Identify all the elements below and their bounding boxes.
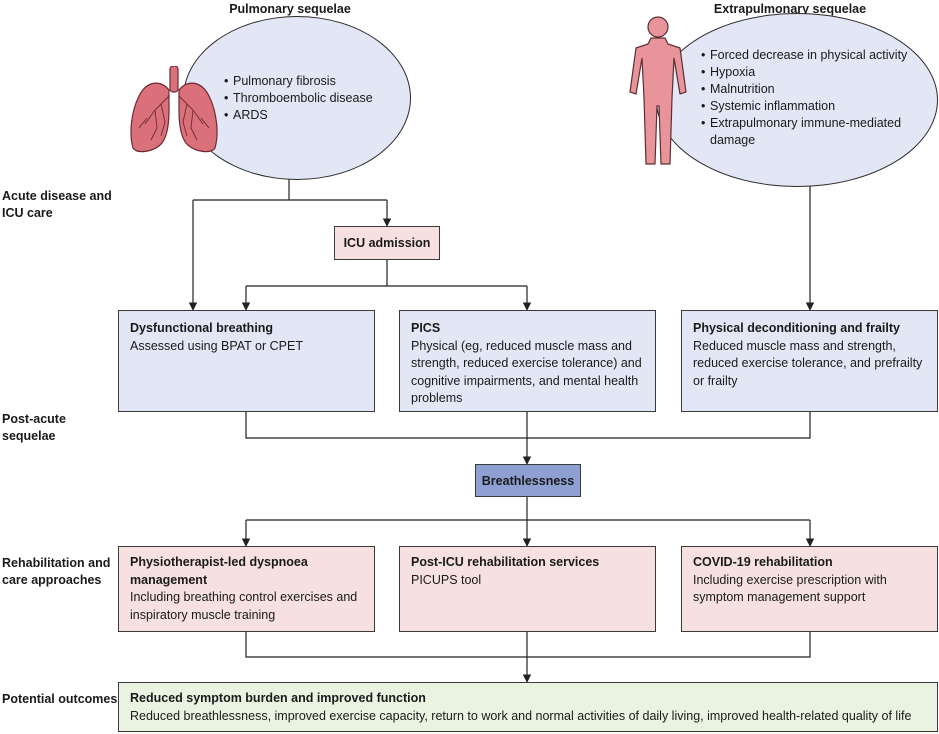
box-title: COVID-19 rehabilitation <box>693 555 833 569</box>
extrapulmonary-item: Extrapulmonary immune-mediated damage <box>701 115 926 149</box>
connector-breathlessness-split <box>246 497 810 521</box>
extrapulmonary-item: Forced decrease in physical activity <box>701 47 926 64</box>
box-description: Including exercise prescription with sym… <box>693 572 887 605</box>
pulmonary-item: Thromboembolic disease <box>224 90 404 107</box>
box-title: Dysfunctional breathing <box>130 321 274 335</box>
box-title: Post-ICU rehabilitation services <box>411 555 600 569</box>
pics-box: PICS Physical (eg, reduced muscle mass a… <box>399 310 656 412</box>
header-extrapulmonary: Extrapulmonary sequelae <box>713 2 867 16</box>
box-description: Physical (eg, reduced muscle mass and st… <box>411 338 642 406</box>
box-description: PICUPS tool <box>411 572 482 587</box>
extrapulmonary-item: Hypoxia <box>701 64 926 81</box>
dysfunctional-breathing-box: Dysfunctional breathing Assessed using B… <box>118 310 375 412</box>
box-title: Physiotherapist-led dyspnoea management <box>130 555 308 587</box>
side-label-outcomes: Potential outcomes <box>2 692 118 706</box>
box-description: Assessed using BPAT or CPET <box>130 338 303 353</box>
pulmonary-item: ARDS <box>224 107 404 124</box>
connector-sequelae-merge <box>245 412 811 439</box>
covid-rehab-box: COVID-19 rehabilitation Including exerci… <box>681 546 938 632</box>
pulmonary-item: Pulmonary fibrosis <box>224 73 404 90</box>
pulmonary-list: Pulmonary fibrosis Thromboembolic diseas… <box>224 73 404 124</box>
side-label-post-acute: Post-acute sequelae <box>2 412 66 443</box>
box-title: PICS <box>411 321 441 335</box>
icu-admission-box: ICU admission <box>334 226 440 260</box>
physiotherapist-box: Physiotherapist-led dyspnoea management … <box>118 546 375 632</box>
lungs-icon <box>130 66 218 153</box>
connector-rehab-merge <box>245 632 811 658</box>
human-body-icon <box>629 16 687 165</box>
box-title: Physical deconditioning and frailty <box>693 321 900 335</box>
side-label-rehab: Rehabilitation and care approaches <box>2 556 111 587</box>
box-description: Reduced muscle mass and strength, reduce… <box>693 338 923 388</box>
extrapulmonary-item: Malnutrition <box>701 81 926 98</box>
connector-pulmonary-split <box>193 178 387 201</box>
outcome-box: Reduced symptom burden and improved func… <box>118 682 938 732</box>
connector-icu-split <box>246 260 527 287</box>
side-label-acute: Acute disease and ICU care <box>2 189 112 220</box>
extrapulmonary-item: Systemic inflammation <box>701 98 926 115</box>
extrapulmonary-list: Forced decrease in physical activity Hyp… <box>701 47 926 149</box>
box-description: Reduced breathlessness, improved exercis… <box>130 708 912 723</box>
header-pulmonary: Pulmonary sequelae <box>229 2 351 16</box>
breathlessness-box: Breathlessness <box>475 464 581 497</box>
post-icu-rehab-box: Post-ICU rehabilitation services PICUPS … <box>399 546 656 632</box>
deconditioning-box: Physical deconditioning and frailty Redu… <box>681 310 938 412</box>
box-description: Including breathing control exercises an… <box>130 590 358 622</box>
box-title: Reduced symptom burden and improved func… <box>130 691 426 705</box>
